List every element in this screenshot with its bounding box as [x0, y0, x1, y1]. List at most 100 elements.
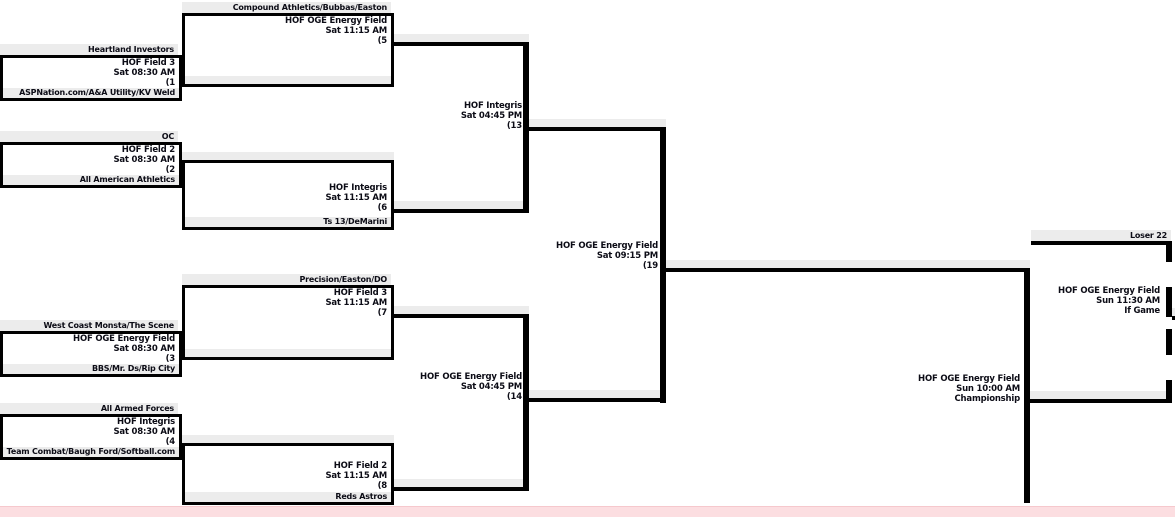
- game-field: HOF OGE Energy Field: [918, 374, 1020, 384]
- game-field: HOF OGE Energy Field: [420, 372, 522, 382]
- game-number: (8: [377, 481, 388, 491]
- game-5-info: HOF OGE Energy Field Sat 11:15 AM (5: [285, 16, 387, 46]
- game-time: Sun 11:30 AM: [1096, 296, 1160, 306]
- team-label-precision: Precision/Easton/DO: [182, 274, 391, 285]
- game-4-info: HOF Integris Sat 08:30 AM (4: [113, 417, 175, 447]
- game-time: Sat 09:15 PM: [596, 251, 658, 261]
- game-time: Sat 04:45 PM: [460, 382, 522, 392]
- team-label-heartland-investors: Heartland Investors: [0, 44, 178, 55]
- game-5-box: HOF OGE Energy Field Sat 11:15 AM (5: [182, 13, 394, 87]
- team-label-all-american: All American Athletics: [3, 175, 179, 185]
- team-label-all-armed-forces: All Armed Forces: [0, 403, 178, 414]
- game-time: Sat 11:15 AM: [325, 193, 387, 203]
- game-1-info: HOF Field 3 Sat 08:30 AM (1: [113, 58, 175, 88]
- team-label-ts13-demarini: Ts 13/DeMarini: [185, 217, 391, 227]
- advance-line-g13: [529, 127, 666, 131]
- game-7-box: HOF Field 3 Sat 11:15 AM (7: [182, 285, 394, 360]
- game-number: Championship: [954, 394, 1021, 404]
- game-13-info: HOF Integris Sat 04:45 PM (13: [382, 101, 522, 131]
- connector-if-game-bottom: [1166, 380, 1172, 403]
- connector-loser22-down: [1166, 245, 1172, 262]
- connector-g14: [523, 314, 529, 491]
- advance-line-g5: [394, 42, 529, 46]
- connector-championship: [1024, 268, 1030, 503]
- team-label-compound-athletics: Compound Athletics/Bubbas/Easton: [182, 2, 391, 13]
- game-time: Sat 11:15 AM: [325, 471, 387, 481]
- team-label-loser-22: Loser 22: [1031, 230, 1171, 241]
- team-label-team-combat: Team Combat/Baugh Ford/Softball.com: [3, 447, 179, 457]
- game-number: (3: [165, 354, 176, 364]
- advance-line-if-game: [1172, 316, 1175, 320]
- advance-shade-g14: [529, 390, 666, 398]
- winner-slot-shade-g6: [182, 152, 394, 160]
- advance-shade-g8: [394, 479, 529, 487]
- game-4-box: HOF Integris Sat 08:30 AM (4 Team Combat…: [0, 414, 182, 460]
- game-number: (2: [165, 165, 176, 175]
- game-field: HOF Field 3: [333, 288, 387, 298]
- game-number: (6: [377, 203, 388, 213]
- connector-if-game-top: [1166, 287, 1172, 317]
- game-7-info: HOF Field 3 Sat 11:15 AM (7: [325, 288, 387, 318]
- game-number: (1: [165, 78, 176, 88]
- advance-line-g19: [666, 268, 1030, 272]
- advance-shade-if-game: [1172, 308, 1175, 316]
- advance-shade-championship: [1030, 391, 1166, 399]
- game-time: Sat 11:15 AM: [325, 298, 387, 308]
- advance-shade-g13: [529, 119, 666, 127]
- advance-shade-g7: [394, 306, 529, 314]
- game-field: HOF Field 3: [121, 58, 175, 68]
- loser-22-line: [1031, 241, 1172, 245]
- game-field: HOF OGE Energy Field: [556, 241, 658, 251]
- connector-if-game-mid: [1166, 329, 1172, 355]
- game-6-info: HOF Integris Sat 11:15 AM (6: [325, 183, 387, 213]
- game-6-box: HOF Integris Sat 11:15 AM (6 Ts 13/DeMar…: [182, 160, 394, 230]
- game-number: (13: [506, 121, 522, 131]
- team-label-aspnation: ASPNation.com/A&A Utility/KV Weld: [3, 88, 179, 98]
- game-time: Sat 08:30 AM: [113, 427, 175, 437]
- game-field: HOF Field 2: [121, 145, 175, 155]
- game-8-info: HOF Field 2 Sat 11:15 AM (8: [325, 461, 387, 491]
- advance-line-g8: [394, 487, 529, 491]
- game-field: HOF Integris: [464, 101, 522, 111]
- winner-slot-shade-g8: [182, 435, 394, 443]
- team-label-reds-astros: Reds Astros: [185, 492, 391, 502]
- game-3-box: HOF OGE Energy Field Sat 08:30 AM (3 BBS…: [0, 331, 182, 377]
- team-label-bbs: BBS/Mr. Ds/Rip City: [3, 364, 179, 374]
- game-time: Sat 08:30 AM: [113, 68, 175, 78]
- game-19-info: HOF OGE Energy Field Sat 09:15 PM (19: [518, 241, 658, 271]
- game-time: Sat 08:30 AM: [113, 344, 175, 354]
- connector-g19: [660, 127, 666, 403]
- game-number: (19: [642, 261, 658, 271]
- game-8-box: HOF Field 2 Sat 11:15 AM (8 Reds Astros: [182, 443, 394, 505]
- advance-shade-g6: [394, 201, 529, 209]
- game-field: HOF Integris: [117, 417, 175, 427]
- advance-line-g7: [394, 314, 529, 318]
- game-time: Sat 04:45 PM: [460, 111, 522, 121]
- empty-team-slot: [185, 349, 391, 357]
- game-time: Sat 11:15 AM: [325, 26, 387, 36]
- advance-line-g14: [529, 398, 666, 402]
- game-number: (14: [506, 392, 522, 402]
- team-label-oc: OC: [0, 131, 178, 142]
- game-1-box: HOF Field 3 Sat 08:30 AM (1 ASPNation.co…: [0, 55, 182, 101]
- game-time: Sun 10:00 AM: [956, 384, 1020, 394]
- game-2-box: HOF Field 2 Sat 08:30 AM (2 All American…: [0, 142, 182, 188]
- if-game-info: HOF OGE Energy Field Sun 11:30 AM If Gam…: [1020, 286, 1160, 316]
- advance-line-championship: [1030, 399, 1172, 403]
- game-number: (4: [165, 437, 176, 447]
- connector-g13: [523, 42, 529, 213]
- championship-info: HOF OGE Energy Field Sun 10:00 AM Champi…: [880, 374, 1020, 404]
- game-number: If Game: [1124, 306, 1160, 316]
- game-number: (7: [377, 308, 388, 318]
- team-label-west-coast-monsta: West Coast Monsta/The Scene: [0, 320, 178, 331]
- advance-shade-g5: [394, 34, 529, 42]
- highlight-bar: [0, 506, 1175, 517]
- game-field: HOF OGE Energy Field: [73, 334, 175, 344]
- game-3-info: HOF OGE Energy Field Sat 08:30 AM (3: [73, 334, 175, 364]
- advance-shade-g19: [666, 260, 1030, 268]
- game-field: HOF Integris: [329, 183, 387, 193]
- game-time: Sat 08:30 AM: [113, 155, 175, 165]
- advance-line-g6: [394, 209, 529, 213]
- game-field: HOF OGE Energy Field: [285, 16, 387, 26]
